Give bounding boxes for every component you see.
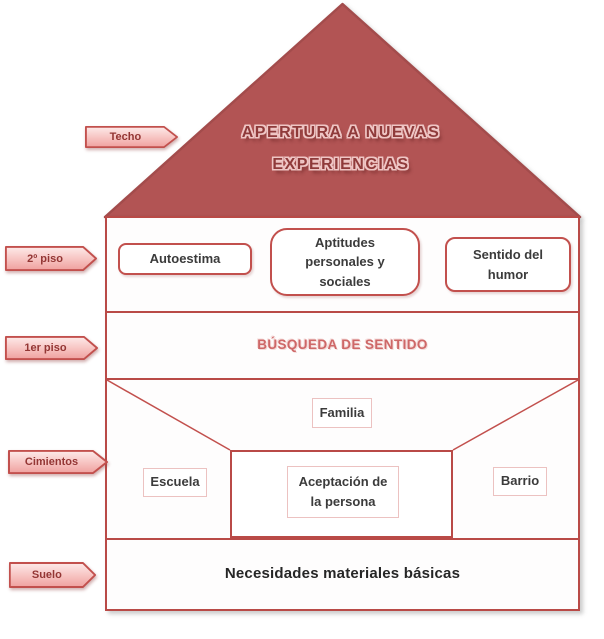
box-familia-label: Familia <box>319 404 365 420</box>
callout-segundo-piso: 2º piso <box>5 246 97 271</box>
roof-title: APERTURA A NUEVAS EXPERIENCIAS <box>141 124 541 174</box>
box-autoestima: Autoestima <box>118 243 252 275</box>
callout-primer-piso-label: 1er piso <box>24 342 67 354</box>
callout-arrow-shape <box>5 336 98 360</box>
callout-suelo: Suelo <box>9 562 96 588</box>
callout-arrow-shape <box>8 450 108 474</box>
callout-segundo-piso-label: 2º piso <box>27 252 63 265</box>
box-escuela-label: Escuela <box>150 474 200 490</box>
box-aceptacion-label: Aceptación de la persona <box>298 473 388 509</box>
callout-arrow-shape <box>85 126 178 148</box>
callout-cimientos: Cimientos <box>8 450 108 474</box>
box-escuela: Escuela <box>143 468 207 497</box>
box-barrio-label: Barrio <box>500 473 540 489</box>
roof-triangle <box>103 2 582 219</box>
roof-title-line2: EXPERIENCIAS <box>272 156 410 173</box>
box-aptitudes-label: Aptitudes personales y sociales <box>305 234 385 289</box>
box-barrio: Barrio <box>493 467 547 496</box>
box-familia: Familia <box>312 398 372 428</box>
foundation-diagonal-lines <box>107 380 578 451</box>
necesidades-title: Necesidades materiales básicas <box>224 565 461 582</box>
ground-band: Necesidades materiales básicas <box>107 538 578 607</box>
box-autoestima-label: Autoestima <box>149 251 221 267</box>
callout-primer-piso: 1er piso <box>5 336 98 360</box>
foundations-band: Familia Escuela Aceptación de la persona… <box>107 378 578 538</box>
box-aptitudes: Aptitudes personales y sociales <box>270 228 420 296</box>
callout-suelo-label: Suelo <box>31 569 62 581</box>
first-floor-band: BÚSQUEDA DE SENTIDO <box>107 311 578 378</box>
roof-title-line1: APERTURA A NUEVAS <box>241 124 441 141</box>
house-body: Autoestima Aptitudes personales y social… <box>105 216 580 611</box>
box-aceptacion-de-la-persona: Aceptación de la persona <box>287 466 399 518</box>
callout-techo-label: Techo <box>109 131 142 143</box>
callout-arrow-shape <box>9 562 96 588</box>
box-sentido-del-humor-label: Sentido del humor <box>472 247 544 282</box>
callout-arrow-shape <box>5 246 97 271</box>
callout-techo: Techo <box>85 126 178 148</box>
second-floor-band: Autoestima Aptitudes personales y social… <box>107 218 578 311</box>
callout-cimientos-label: Cimientos <box>24 456 79 468</box>
box-sentido-del-humor: Sentido del humor <box>445 237 571 292</box>
busqueda-de-sentido-title: BÚSQUEDA DE SENTIDO <box>257 337 428 352</box>
